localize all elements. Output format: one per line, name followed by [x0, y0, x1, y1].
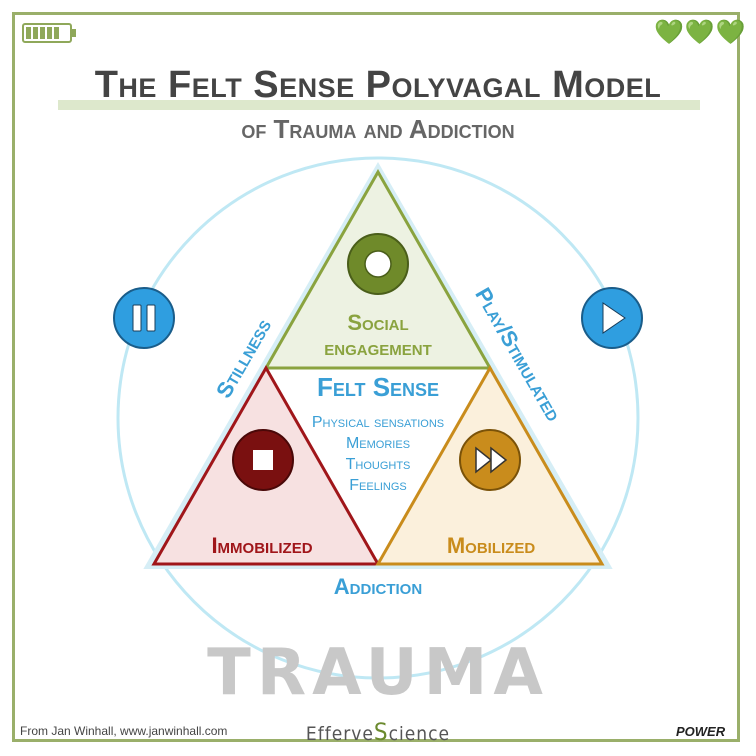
outer-circle	[116, 156, 640, 680]
stop-icon	[232, 429, 294, 491]
brand-part: cience	[388, 723, 451, 745]
play-icon	[581, 287, 643, 349]
brand-part: Efferve	[305, 723, 374, 745]
circle-icon	[347, 233, 409, 295]
mobilized-label: Mobilized	[447, 533, 535, 558]
fast-forward-icon	[459, 429, 521, 491]
power-logo: POWER	[676, 724, 726, 739]
page-title: The Felt Sense Polyvagal Model	[94, 64, 662, 106]
felt-sense-item: Thoughts	[346, 456, 411, 473]
page-subtitle: of Trauma and Addiction	[241, 114, 515, 144]
felt-sense-item: Feelings	[349, 477, 406, 494]
battery-icon	[22, 23, 76, 43]
engagement-label: engagement	[324, 335, 432, 360]
immobilized-label: Immobilized	[211, 533, 312, 558]
felt-sense-item: Memories	[346, 435, 410, 452]
pause-icon	[113, 287, 175, 349]
heart-icon: 💚💚💚	[654, 18, 747, 46]
addiction-label: Addiction	[334, 574, 422, 599]
title-underline	[58, 100, 700, 110]
credit-text: From Jan Winhall, www.janwinhall.com	[20, 724, 228, 738]
trauma-word: TRAUMA	[207, 636, 549, 710]
brand-part: S	[373, 718, 389, 746]
social-label: Social	[347, 310, 408, 335]
felt-sense-label: Felt Sense	[317, 372, 439, 402]
brand-logo: EfferveScience	[0, 718, 756, 746]
felt-sense-item: Physical sensations	[312, 414, 444, 431]
outer-frame	[12, 12, 740, 742]
